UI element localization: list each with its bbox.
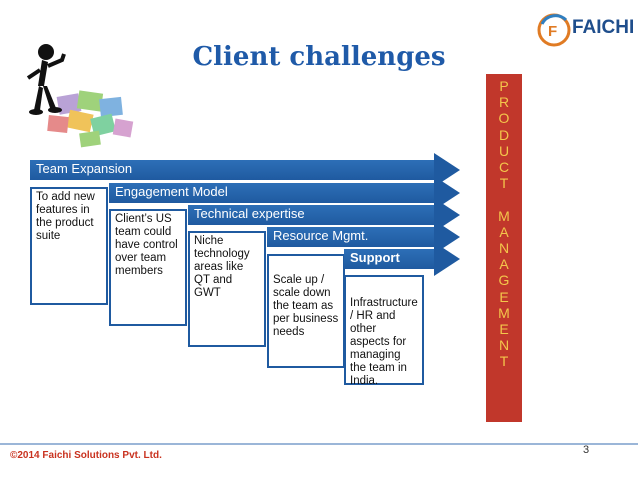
rail-letter: E [499,288,509,305]
rail-letter: M [498,207,510,224]
faichi-logo: F [537,13,571,47]
team-expansion-box: To add new features in the product suite [30,187,108,305]
rail-letter: E [499,321,509,338]
arrow-resource-mgmt: Resource Mgmt. [267,220,460,254]
engagement-model-label: Engagement Model [115,184,228,199]
resource-mgmt-label: Resource Mgmt. [273,228,369,243]
rail-letter: A [499,256,509,273]
slide-title: Client challenges [192,42,446,72]
rail-letter: N [498,337,510,354]
engagement-model-text: Client’s US team could have control over… [115,213,178,277]
rail-letter: D [498,126,510,143]
technical-expertise-label: Technical expertise [194,206,305,221]
resource-mgmt-text: Scale up / scale down the team as per bu… [273,274,339,338]
support-text: Infrastructure / HR and other aspects fo… [350,297,418,387]
rail-letter: C [498,159,510,176]
technical-expertise-box: Niche technology areas like QT and GWT [188,231,266,347]
support-box: Infrastructure / HR and other aspects fo… [344,275,424,387]
copyright-text: ©2014 Faichi Solutions Pvt. Ltd. [10,450,162,461]
rail-letter: P [499,78,509,94]
footer-divider [0,443,638,445]
rail-letter: M [498,304,510,321]
resource-mgmt-box: Scale up / scale down the team as per bu… [267,254,345,368]
rail-letter: A [499,223,509,240]
technical-expertise-text: Niche technology areas like QT and GWT [194,235,250,299]
team-expansion-label: Team Expansion [36,161,133,176]
product-management-rail [486,74,522,422]
rail-letter [486,191,522,207]
logo-mark: F [548,23,557,40]
arrow-team-expansion: Team Expansion [30,153,460,187]
arrow-support: Support [344,242,460,276]
rail-letter: G [498,272,510,289]
rail-letter: T [499,175,509,192]
engagement-model-box: Client’s US team could have control over… [109,209,187,326]
rail-letter: T [499,353,509,370]
rail-letter: O [498,110,510,127]
puzzle-thinker-illustration [26,44,134,148]
rail-letter: U [498,142,510,159]
rail-letter: N [498,240,510,257]
rail-letter: R [498,94,510,111]
support-label: Support [350,250,400,265]
arrow-technical-expertise: Technical expertise [188,198,460,232]
logo-text: FAICHI [572,17,635,38]
team-expansion-text: To add new features in the product suite [36,191,95,242]
page-number: 3 [583,444,590,456]
